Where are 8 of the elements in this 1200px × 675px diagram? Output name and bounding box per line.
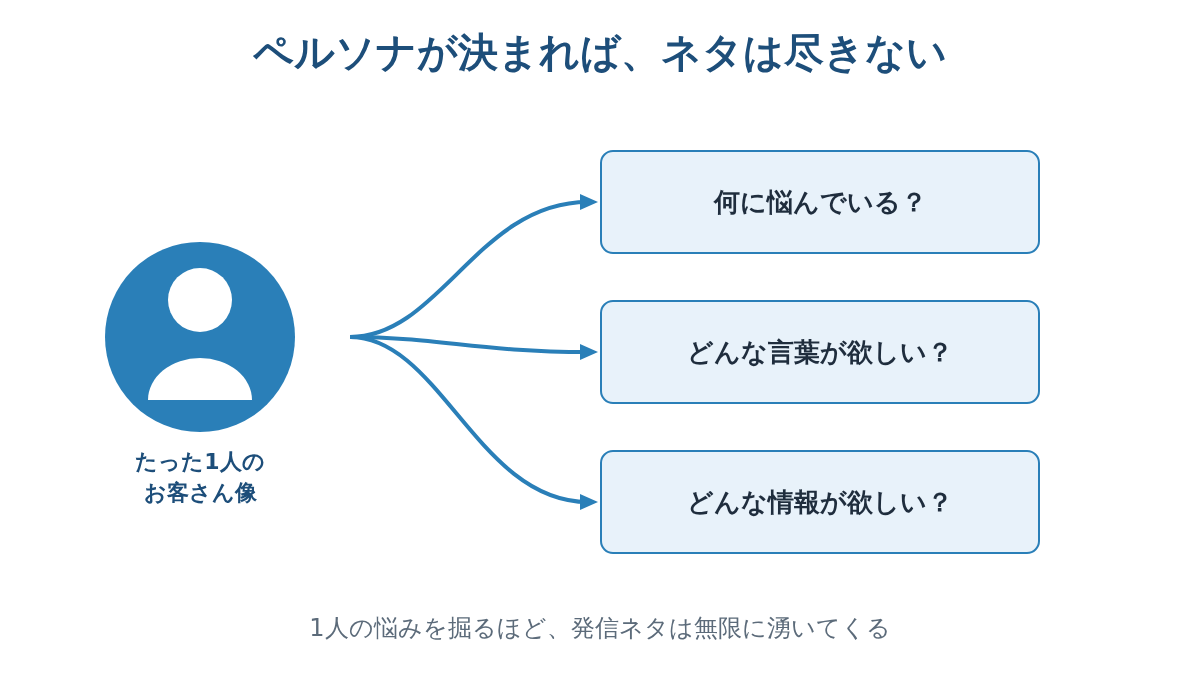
question-box: どんな言葉が欲しい？ [600,300,1040,404]
question-box: 何に悩んでいる？ [600,150,1040,254]
arrow [349,335,598,509]
title: ペルソナが決まれば、ネタは尽きない [252,28,948,77]
caption: 1人の悩みを掘るほど、発信ネタは無限に湧いてくる [308,613,892,644]
node-caption: たった1人のお客さん像 [134,448,266,507]
person-icon [105,242,295,432]
question-box: どんな情報が欲しい？ [600,450,1040,554]
